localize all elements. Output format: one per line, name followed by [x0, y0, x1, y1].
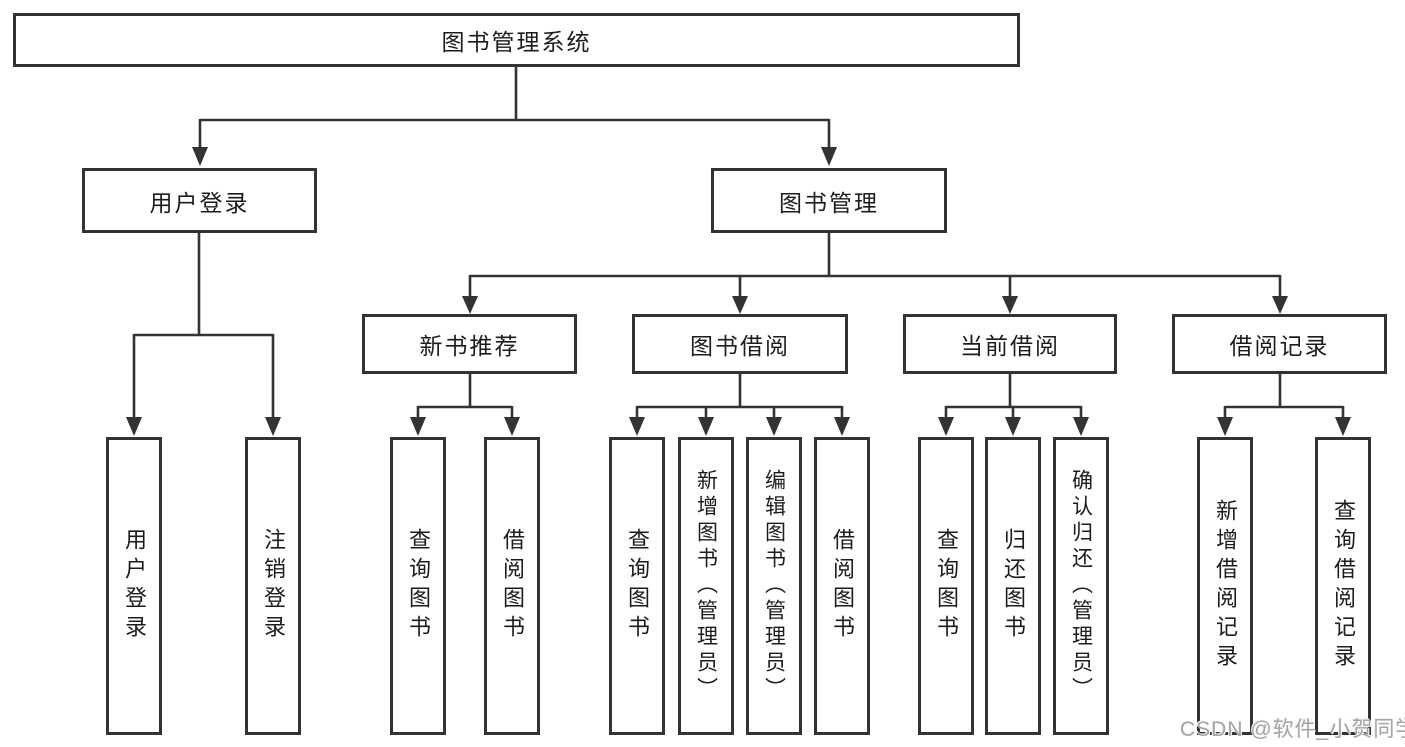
- arrowhead: [834, 417, 850, 436]
- leaf-label: 归还图书: [1001, 528, 1026, 644]
- leaf-label: 查询图书: [934, 528, 959, 644]
- leaf-label: 新增图书（管理员）: [694, 469, 718, 703]
- arrowhead: [766, 417, 782, 436]
- leaf-label: 查询图书: [625, 528, 650, 644]
- leaf-query-borrow-record: 查询借阅记录: [1315, 437, 1371, 735]
- leaf-label: 查询图书: [406, 528, 431, 644]
- leaf-add-borrow-record: 新增借阅记录: [1197, 437, 1253, 735]
- arrowhead: [821, 147, 837, 166]
- arrowhead: [126, 417, 142, 436]
- leaf-logout: 注销登录: [245, 437, 301, 735]
- arrowhead: [732, 296, 748, 314]
- node-new-book-recommend: 新书推荐: [362, 314, 577, 374]
- node-book-management: 图书管理: [711, 168, 947, 233]
- arrowhead: [1005, 417, 1021, 436]
- arrowhead: [462, 296, 478, 314]
- leaf-return-book: 归还图书: [985, 437, 1041, 735]
- leaf-label: 查询借阅记录: [1331, 499, 1356, 673]
- node-current-borrowing: 当前借阅: [903, 314, 1117, 374]
- arrowheads-group: [126, 147, 1351, 436]
- leaf-borrow-books-recommend: 借阅图书: [484, 437, 540, 735]
- leaf-user-login: 用户登录: [106, 437, 162, 735]
- connector-edges: [132, 67, 1345, 419]
- arrowhead: [1272, 296, 1288, 314]
- arrowhead: [938, 417, 954, 436]
- leaf-query-books-borrowing: 查询图书: [609, 437, 665, 735]
- node-book-borrowing: 图书借阅: [632, 314, 848, 374]
- csdn-watermark: CSDN @软件_小贺同学: [1180, 718, 1405, 741]
- leaf-label: 借阅图书: [830, 528, 855, 644]
- leaf-query-books-current: 查询图书: [918, 437, 974, 735]
- arrowhead: [698, 417, 714, 436]
- arrowhead: [192, 147, 208, 166]
- leaf-label: 注销登录: [261, 528, 286, 644]
- arrowhead: [1002, 296, 1018, 314]
- arrowhead: [1217, 417, 1233, 436]
- leaf-borrow-books-borrowing: 借阅图书: [814, 437, 870, 735]
- leaf-confirm-return-admin: 确认归还（管理员）: [1053, 437, 1109, 735]
- leaf-add-book-admin: 新增图书（管理员）: [678, 437, 734, 735]
- leaf-label: 借阅图书: [500, 528, 525, 644]
- leaf-label: 编辑图书（管理员）: [762, 469, 786, 703]
- leaf-label: 新增借阅记录: [1213, 499, 1238, 673]
- leaf-label: 确认归还（管理员）: [1069, 469, 1093, 703]
- leaf-query-books-recommend: 查询图书: [390, 437, 446, 735]
- arrowhead: [1335, 417, 1351, 436]
- leaf-edit-book-admin: 编辑图书（管理员）: [746, 437, 802, 735]
- node-user-login: 用户登录: [82, 168, 317, 233]
- arrowhead: [410, 417, 426, 436]
- arrowhead: [1073, 417, 1089, 436]
- arrowhead: [629, 417, 645, 436]
- arrowhead: [504, 417, 520, 436]
- leaf-label: 用户登录: [122, 528, 147, 644]
- node-root-system: 图书管理系统: [13, 13, 1020, 67]
- node-borrow-records: 借阅记录: [1172, 314, 1387, 374]
- arrowhead: [265, 417, 281, 436]
